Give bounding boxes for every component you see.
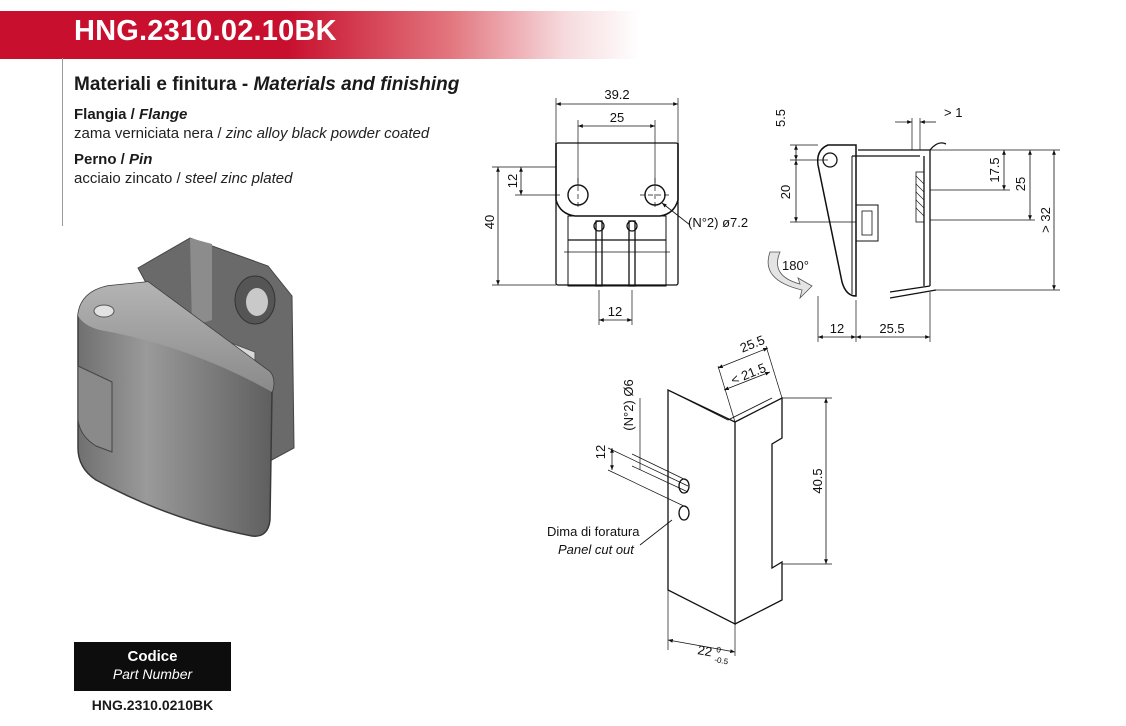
dim-tol-lower: -0.5 — [714, 655, 730, 666]
dim-top-offset: 5.5 — [773, 109, 788, 127]
flange-label: Flangia / Flange — [74, 106, 187, 124]
flange-desc-it: zama verniciata nera / — [74, 125, 226, 142]
divider-line — [62, 58, 63, 226]
flange-label-en: Flange — [139, 106, 188, 123]
rotation-label: 180° — [782, 258, 809, 273]
side-view-drawing — [790, 118, 1060, 342]
dim-width-total: 39.2 — [604, 87, 629, 102]
pin-desc-en: steel zinc plated — [184, 170, 293, 187]
dim-height: 40 — [482, 215, 497, 229]
cutout-caption-it: Dima di foratura — [547, 524, 640, 539]
cutout-caption-en: Panel cut out — [558, 542, 635, 557]
dim-bottom: 22 — [696, 642, 713, 659]
pin-label: Perno / Pin — [74, 151, 152, 169]
dim-bottom-left: 12 — [830, 321, 844, 336]
pin-desc: acciaio zincato / steel zinc plated — [74, 170, 292, 188]
dim-cutout-height: 40.5 — [810, 468, 825, 493]
pin-desc-it: acciaio zincato / — [74, 170, 185, 187]
title-banner — [0, 11, 640, 59]
dim-min-height: > 32 — [1038, 207, 1053, 233]
dim-pin-height: 20 — [778, 185, 793, 199]
pin-label-it: Perno / — [74, 151, 130, 168]
dim-bottom-right: 25.5 — [879, 321, 904, 336]
part-number-value: HNG.2310.0210BK — [91, 697, 214, 713]
dim-17-5: 17.5 — [987, 157, 1002, 182]
dim-tol-upper: 0 — [716, 645, 722, 655]
hinge-3d-render — [77, 237, 295, 537]
dim-25: 25 — [1013, 177, 1028, 191]
dim-clearance: > 1 — [944, 105, 962, 120]
flange-desc-en: zinc alloy black powder coated — [225, 125, 430, 142]
product-title: HNG.2310.02.10BK — [74, 15, 337, 47]
materials-heading-it: Materiali e finitura - — [74, 74, 254, 95]
pin-label-en: Pin — [129, 151, 153, 168]
dim-hole-dia: (N°2) Ø6 — [621, 379, 636, 430]
dim-hole-note: (N°2) ø7.2 — [688, 215, 748, 230]
materials-heading-en: Materials and finishing — [253, 74, 460, 95]
part-number-box: Codice Part Number — [74, 642, 231, 691]
dim-25-5: 25.5 — [738, 332, 767, 355]
dim-hole-spacing: 25 — [610, 110, 624, 125]
dim-21-5: < 21.5 — [729, 360, 768, 388]
dim-hole-spacing: 12 — [593, 445, 608, 459]
panel-cutout-drawing — [607, 345, 832, 656]
flange-label-it: Flangia / — [74, 106, 140, 123]
rotation-arrow-icon — [767, 251, 813, 300]
front-view-drawing — [492, 98, 691, 325]
dim-bottom-width: 12 — [608, 304, 622, 319]
flange-desc: zama verniciata nera / zinc alloy black … — [74, 125, 429, 143]
code-label-en: Part Number — [112, 666, 193, 682]
materials-heading: Materiali e finitura - Materials and fin… — [74, 74, 460, 95]
code-label-it: Codice — [127, 648, 178, 665]
dim-hole-vertical: 12 — [505, 174, 520, 188]
